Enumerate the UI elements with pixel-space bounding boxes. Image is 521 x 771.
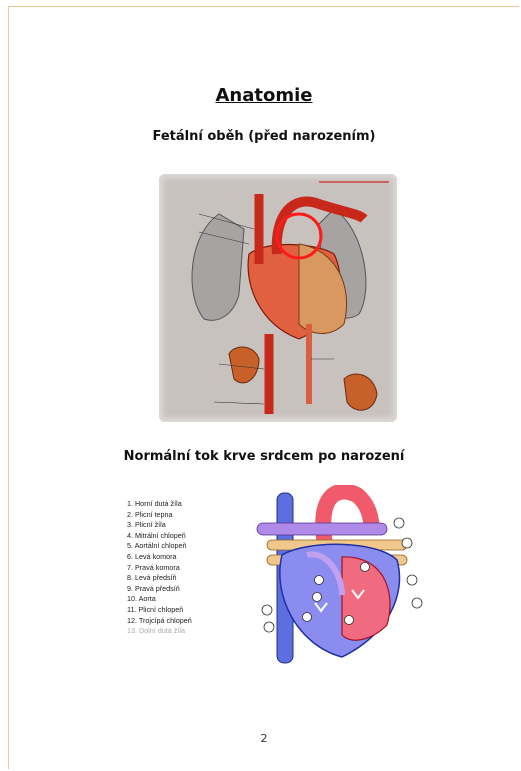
marker-4 [412, 598, 422, 608]
aorta-shape [323, 492, 372, 545]
marker-8 [313, 593, 322, 602]
subtitle-normal-circulation: Normální tok krve srdcem po narození [9, 449, 519, 464]
fetal-circulation-figure [159, 174, 397, 422]
legend-item: 13. Dolní dutá žíla [127, 626, 247, 637]
legend-item: 11. Plicní chlopeň [127, 605, 247, 616]
page-number: 2 [9, 732, 519, 745]
marker-3 [407, 575, 417, 585]
heart-legend: 1. Horní dutá žíla 2. Plicní tepna 3. Pl… [127, 491, 247, 637]
legend-item: 9. Pravá předsíň [127, 584, 247, 595]
marker-5 [262, 605, 272, 615]
page-title: Anatomie [9, 85, 519, 106]
legend-item: 10. Aorta [127, 594, 247, 605]
legend-item: 8. Levá předsíň [127, 573, 247, 584]
legend-item: 4. Mitrální chlopeň [127, 531, 247, 542]
legend-item: 6. Levá komora [127, 552, 247, 563]
document-page: Anatomie Fetální oběh (před narozením) [8, 6, 519, 769]
legend-item: 3. Plicní žíla [127, 520, 247, 531]
legend-item: 5. Aortální chlopeň [127, 541, 247, 552]
left-lung-shape [192, 214, 244, 320]
marker-6 [264, 622, 274, 632]
legend-item: 12. Trojcípá chlopeň [127, 616, 247, 627]
pulmonary-artery-shape [257, 523, 387, 535]
subtitle-fetal-circulation: Fetální oběh (před narozením) [9, 129, 519, 144]
legend-item: 1. Horní dutá žíla [127, 499, 247, 510]
marker-9 [361, 563, 370, 572]
marker-11 [303, 613, 312, 622]
normal-heart-diagram [247, 485, 427, 670]
legend-item: 7. Pravá komora [127, 563, 247, 574]
liver-shape [229, 347, 259, 383]
legend-item: 2. Plicní tepna [127, 510, 247, 521]
kidney-shape [344, 374, 377, 410]
fetal-heart-illustration [159, 174, 397, 422]
marker-2 [402, 538, 412, 548]
legend-header-faded [127, 491, 247, 499]
marker-7 [315, 576, 324, 585]
marker-10 [345, 616, 354, 625]
marker-1 [394, 518, 404, 528]
